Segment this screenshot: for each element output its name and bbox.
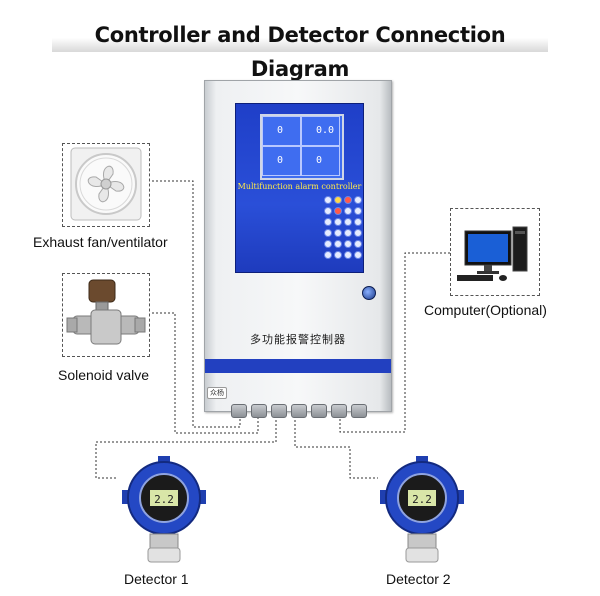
- detector-2-reading: 2.2: [412, 493, 432, 506]
- keypad-key: [334, 251, 342, 259]
- keypad-key: [354, 196, 362, 204]
- exhaust-fan-label: Exhaust fan/ventilator: [33, 234, 168, 250]
- keypad-key: [344, 251, 352, 259]
- detector-2-label: Detector 2: [386, 571, 451, 587]
- controller-blue-stripe: [205, 359, 391, 373]
- computer-label: Computer(Optional): [424, 302, 547, 318]
- wire-fan: [148, 180, 241, 428]
- controller-front-panel: 0 0.0 0 0 Multifunction alarm controller: [235, 103, 364, 273]
- keypad-key: [324, 240, 332, 248]
- keypad-key: [324, 207, 332, 215]
- key-switch-icon: [362, 286, 376, 300]
- keypad-key: [324, 218, 332, 226]
- cable-gland: [231, 404, 247, 418]
- keypad-key: [334, 218, 342, 226]
- controller-lcd-screen: 0 0.0 0 0: [260, 114, 344, 180]
- keypad-key: [354, 207, 362, 215]
- cable-gland: [351, 404, 367, 418]
- wire-solenoid: [148, 312, 259, 434]
- computer-box: [450, 208, 540, 296]
- keypad-key: [334, 240, 342, 248]
- wire-detector-1: [95, 412, 277, 479]
- detector-1-reading: 2.2: [154, 493, 174, 506]
- exhaust-fan-icon: [70, 147, 142, 221]
- solenoid-valve-icon: [66, 279, 146, 345]
- detector-1-icon: 2.2: [122, 456, 206, 563]
- cable-gland: [251, 404, 267, 418]
- solenoid-valve-label: Solenoid valve: [58, 367, 150, 383]
- lcd-reading-4: 0: [316, 155, 323, 166]
- keypad-key: [354, 229, 362, 237]
- cable-gland: [291, 404, 307, 418]
- lcd-reading-1: 0: [277, 125, 284, 136]
- diagram-title: Controller and Detector Connection Diagr…: [52, 18, 548, 81]
- solenoid-valve-box: [62, 273, 150, 357]
- brand-tag: 众杨: [207, 387, 227, 399]
- keypad-key: [324, 229, 332, 237]
- keypad-key: [334, 207, 342, 215]
- detector-2-icon: 2.2: [380, 456, 464, 563]
- keypad-key: [354, 240, 362, 248]
- cable-gland: [311, 404, 327, 418]
- keypad-key: [324, 196, 332, 204]
- cable-gland: [331, 404, 347, 418]
- computer-icon: [457, 226, 528, 281]
- cable-gland: [271, 404, 287, 418]
- controller-panel-text: Multifunction alarm controller: [237, 182, 362, 191]
- controller-chinese-label: 多功能报警控制器: [250, 333, 346, 346]
- keypad-key: [344, 207, 352, 215]
- detector-1-label: Detector 1: [124, 571, 189, 587]
- lcd-reading-2: 0.0: [316, 125, 335, 136]
- wire-computer: [339, 252, 450, 433]
- keypad-key: [344, 240, 352, 248]
- lcd-reading-3: 0: [277, 155, 284, 166]
- keypad-key: [344, 196, 352, 204]
- keypad-key: [334, 196, 342, 204]
- keypad-key: [334, 229, 342, 237]
- wire-detector-2: [294, 412, 378, 479]
- keypad-key: [354, 251, 362, 259]
- alarm-controller: 0 0.0 0 0 Multifunction alarm controller…: [204, 80, 392, 418]
- keypad-key: [324, 251, 332, 259]
- keypad-key: [344, 229, 352, 237]
- exhaust-fan-box: [62, 143, 150, 227]
- keypad-key: [344, 218, 352, 226]
- keypad-key: [354, 218, 362, 226]
